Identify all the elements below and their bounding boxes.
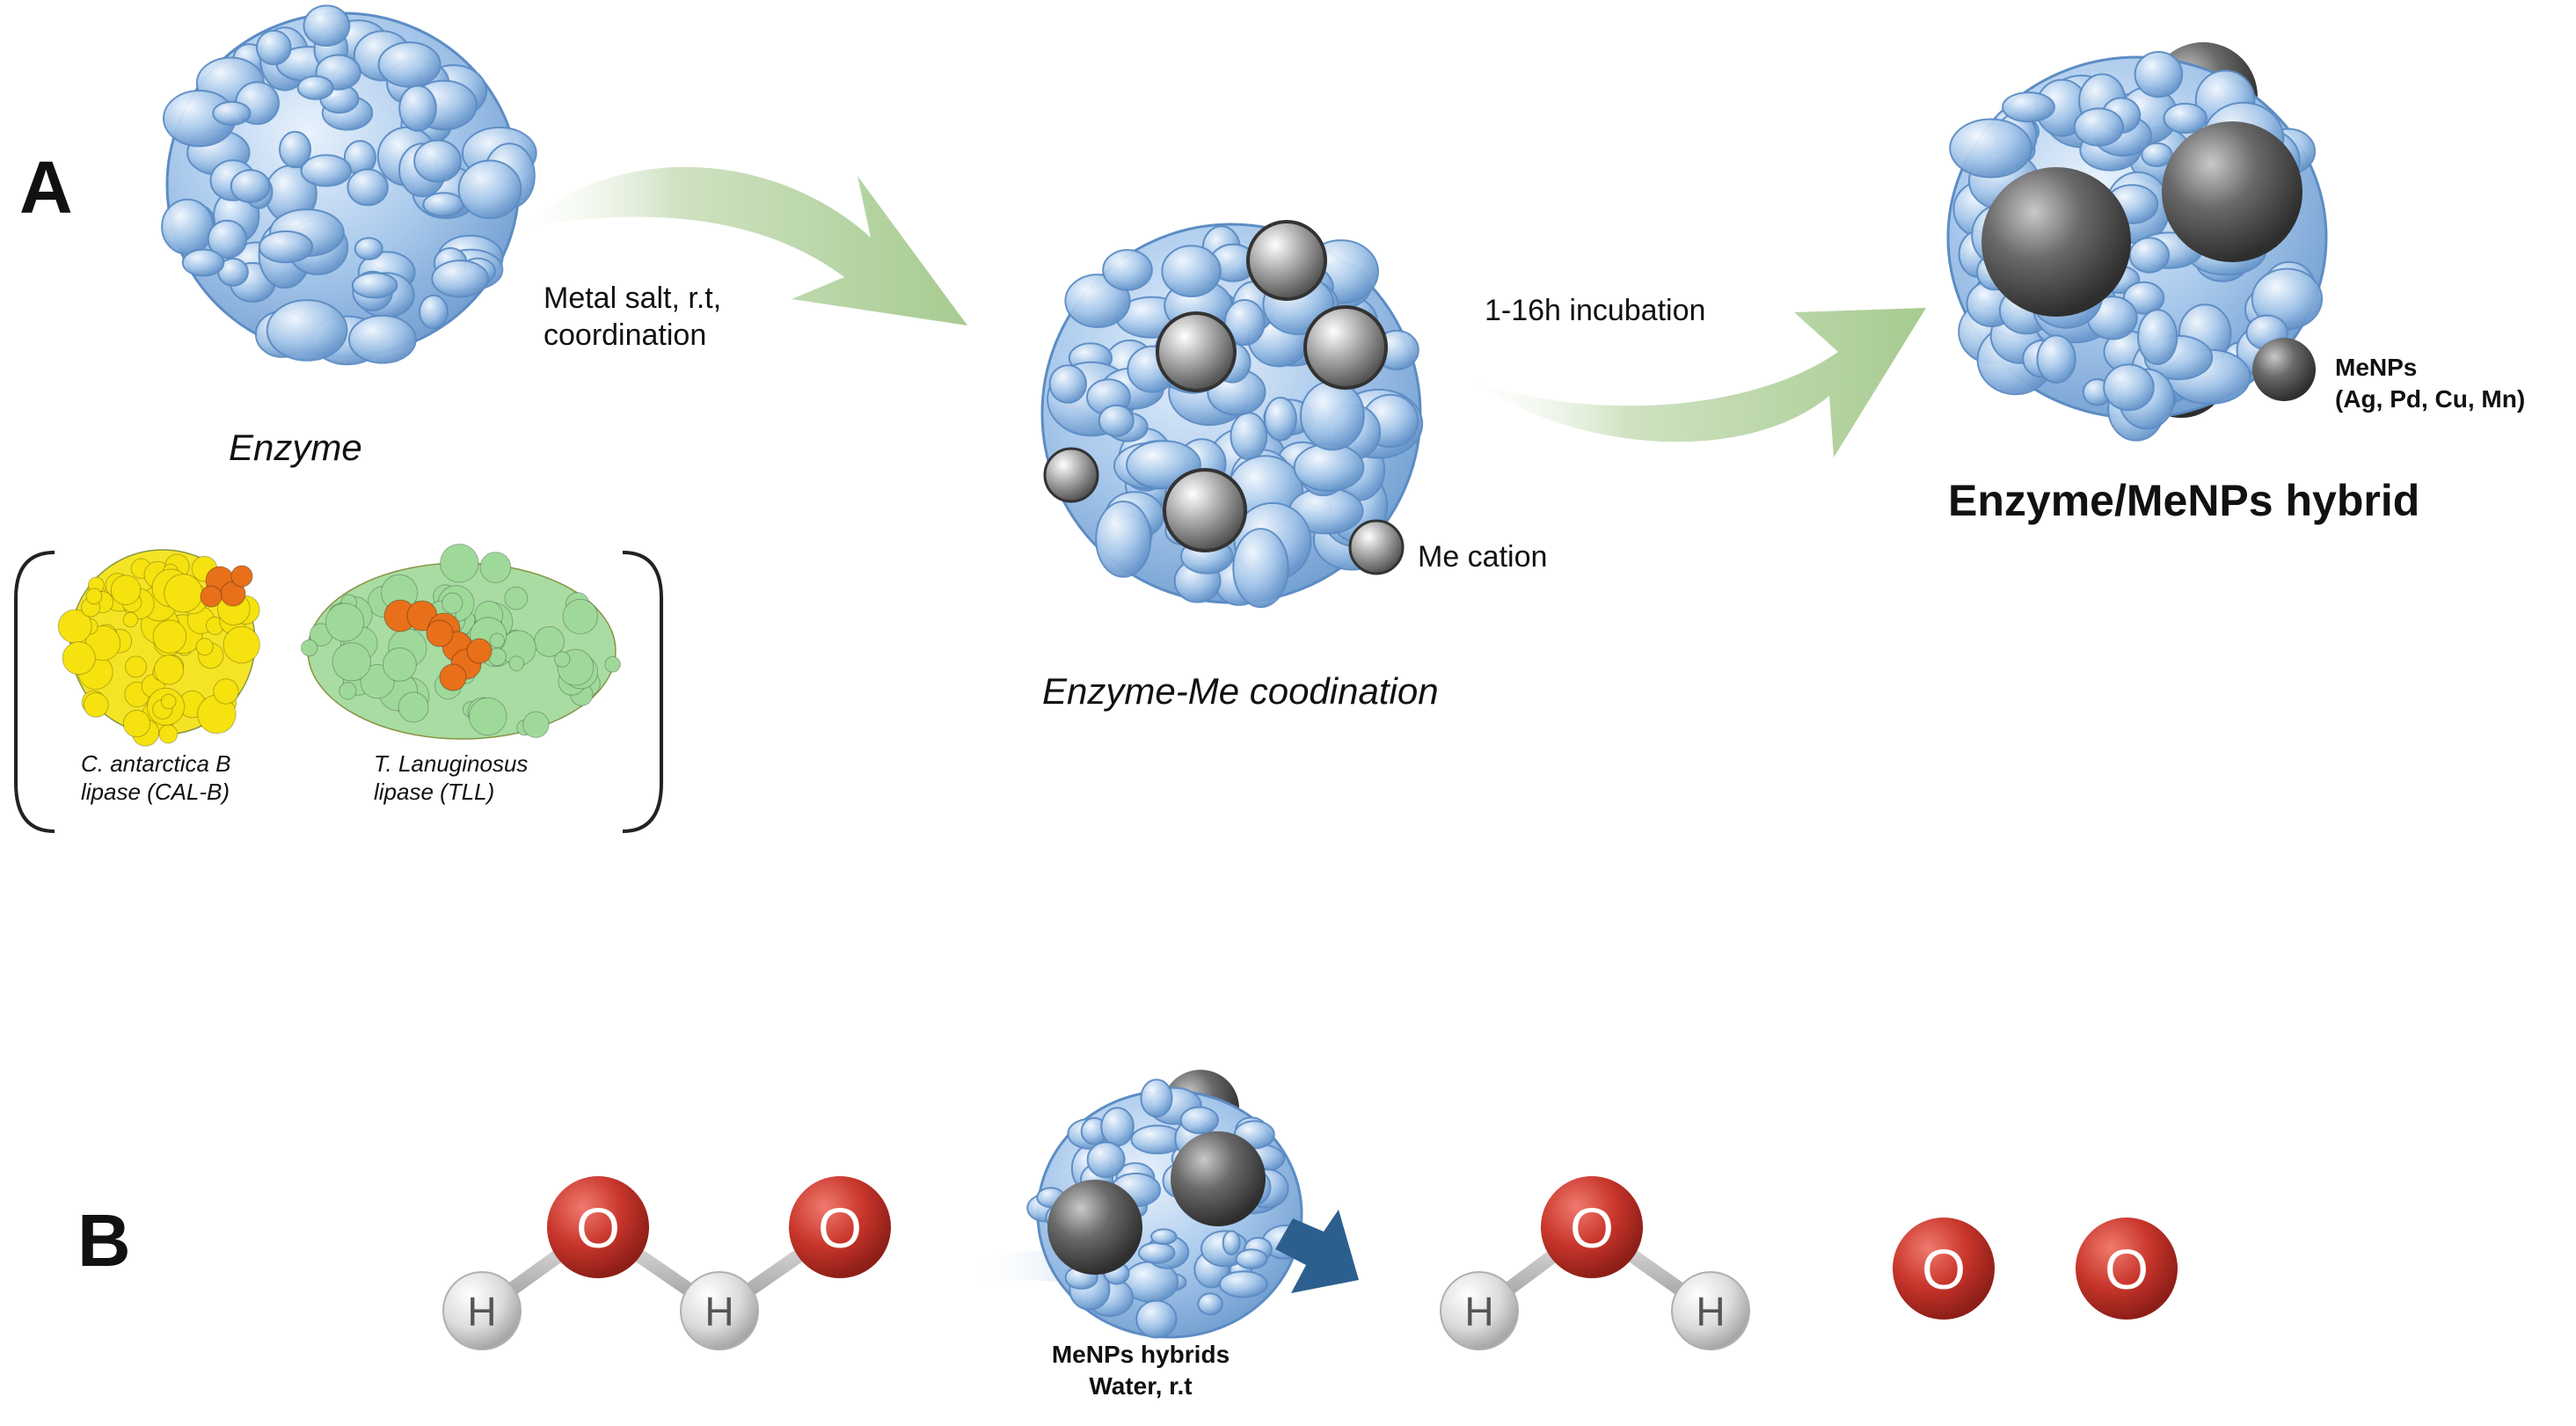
hybrid-nanoparticles [1981,121,2302,317]
lipase-bracket-right [622,551,663,833]
lipase-label-line: lipase (TLL) [374,779,495,805]
panel-label-a: A [19,146,73,229]
hydrogen-symbol: H [1696,1289,1725,1335]
hydrogen-symbol: H [704,1289,733,1335]
lipase-label-line: C. antarctica B [81,750,231,777]
menps-legend-icon [2252,338,2316,401]
oxygen-atom [2076,1218,2178,1320]
oxygen-symbol: O [1570,1196,1614,1260]
calb-lipase-structure [57,549,260,747]
catalyst-label: MeNPs hybrids Water, r.t [1052,1339,1230,1402]
hydrogen-atom [442,1271,522,1350]
catalyst-nanoparticles [1047,1131,1266,1275]
bound-cations [1043,220,1388,552]
h2o-molecule: O H H [1440,1176,1750,1350]
tll-lipase-structure [301,544,621,740]
menps-label: MeNPs (Ag, Pd, Cu, Mn) [2335,352,2525,415]
calb-lipase-label: C. antarctica B lipase (CAL-B) [81,750,231,806]
enzyme-caption: Enzyme [229,427,362,468]
hydrogen-atom [1440,1271,1519,1350]
reaction-arrow [1275,1210,1359,1293]
oxygen-atom [1541,1176,1643,1278]
menps-label-line: (Ag, Pd, Cu, Mn) [2335,385,2526,413]
lipase-label-line: T. Lanuginosus [374,750,529,777]
oxygen-atom [1893,1218,1995,1320]
oxygen-symbol: O [1922,1238,1966,1301]
tll-lipase-label: T. Lanuginosus lipase (TLL) [374,750,528,806]
step1-label-line: Metal salt, r.t, [544,282,722,315]
h2o2-bonds [475,1220,847,1318]
me-cation-legend-icon [1348,519,1405,575]
oxygen-atom [547,1176,649,1278]
oxygen-symbol: O [2105,1238,2149,1301]
me-cation-label: Me cation [1418,540,1548,574]
o2-molecule: O O [1893,1218,2178,1320]
hydrogen-atom [680,1271,759,1350]
catalyst-label-line: MeNPs hybrids [1051,1341,1230,1368]
menps-label-line: MeNPs [2335,354,2418,381]
h2o2-molecule: O O H H [442,1176,891,1350]
catalyst-label-line: Water, r.t [1089,1372,1193,1400]
lipase-bracket-left [14,551,55,833]
hydrogen-symbol: H [467,1289,496,1335]
arrow-step1 [519,166,967,325]
oxygen-symbol: O [818,1196,862,1260]
lipase-label-line: lipase (CAL-B) [81,779,230,805]
hybrid-caption: Enzyme/MeNPs hybrid [1948,476,2420,525]
hydrogen-symbol: H [1464,1289,1493,1335]
enzyme-structure [161,4,537,366]
step2-label: 1-16h incubation [1485,294,1706,327]
hydrogen-atom [1671,1271,1750,1350]
oxygen-atom [789,1176,891,1278]
oxygen-symbol: O [576,1196,620,1260]
step1-label: Metal salt, r.t, coordination [544,280,721,354]
panel-label-b: B [77,1199,131,1282]
step1-label-line: coordination [544,318,707,352]
coordination-caption: Enzyme-Me coodination [1042,670,1439,712]
arrow-step2 [1467,308,1926,457]
